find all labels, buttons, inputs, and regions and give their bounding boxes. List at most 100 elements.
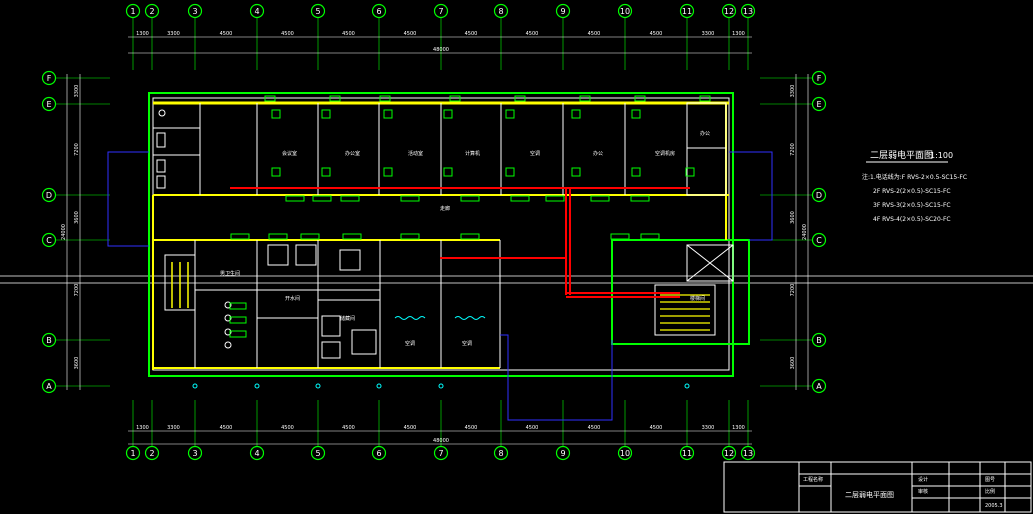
- ceiling-light: [264, 95, 276, 102]
- corridor-light: [460, 233, 480, 240]
- outlet-box: [321, 109, 331, 119]
- dim-total: 24000: [802, 224, 808, 240]
- bottom-axis-bubble: [433, 445, 449, 461]
- room-label: 空调: [462, 340, 472, 347]
- dim-total: 24000: [61, 224, 67, 240]
- bottom-axis-bubble: [125, 445, 141, 461]
- left-axis-bubble: [41, 232, 57, 248]
- note-line-1: 注:1.电话线为:F RVS-2×0.5-SC15-FC: [862, 173, 967, 181]
- room-label: 空调: [530, 150, 540, 157]
- left-axis-bubble: [41, 187, 57, 203]
- room-label: 储藏间: [340, 315, 355, 322]
- column-marker: [315, 383, 321, 389]
- cyan-markers: [192, 316, 690, 389]
- room-labels: 会议室办公室活动室计算机空调办公空调机房办公男卫生间开水间储藏间空调空调楼梯间: [220, 130, 710, 347]
- top-axis-bubble: [144, 3, 160, 19]
- column-marker: [376, 383, 382, 389]
- column-marker: [438, 383, 444, 389]
- drawing-title: 二层弱电平面图: [870, 149, 933, 161]
- dim-text: 3600: [74, 211, 80, 224]
- title-block-name: 二层弱电平面图: [845, 490, 894, 499]
- top-axis-bubble: [371, 3, 387, 19]
- room-label: 办公: [700, 130, 710, 137]
- top-axis-bubble: [187, 3, 203, 19]
- bottom-axis-bubble: [144, 445, 160, 461]
- column-marker: [254, 383, 260, 389]
- room-label: 男卫生间: [220, 270, 240, 277]
- left-axis-bubble: [41, 96, 57, 112]
- top-axis-bubble: [555, 3, 571, 19]
- toilet-fixture: [229, 302, 247, 310]
- column-marker: [684, 383, 690, 389]
- corridor-light: [545, 195, 565, 202]
- outlet-box: [321, 167, 331, 177]
- outlet-box: [571, 167, 581, 177]
- top-axis-label: 3: [192, 7, 197, 16]
- outlet-box: [271, 167, 281, 177]
- corridor-light: [630, 195, 650, 202]
- left-axis-label: D: [46, 191, 52, 200]
- right-axis-bubble: [811, 232, 827, 248]
- corridor-light: [230, 233, 250, 240]
- bottom-axis-bubble: [187, 445, 203, 461]
- dim-text: 1300: [136, 425, 149, 431]
- bottom-axis-label: 8: [498, 449, 503, 458]
- ceiling-light: [514, 95, 526, 102]
- dim-text: 4500: [465, 425, 478, 431]
- note-line-2: 2F RVS-2(2×0.5)-SC15-FC: [873, 188, 951, 195]
- dim-text: 7200: [74, 284, 80, 297]
- wave-symbol: [394, 316, 426, 320]
- room-label: 计算机: [465, 150, 480, 157]
- bottom-axis-label: 1: [130, 449, 135, 458]
- dim-text: 4500: [281, 425, 294, 431]
- top-axis-label: 8: [498, 7, 503, 16]
- top-axis-label: 9: [560, 7, 565, 16]
- stairwell-right: [654, 284, 716, 336]
- bottom-axis-label: 5: [315, 449, 320, 458]
- north-small-room: [686, 147, 727, 196]
- top-axis-label: 5: [315, 7, 320, 16]
- bottom-axis-label: 12: [724, 449, 734, 458]
- right-axis-bubble: [811, 70, 827, 86]
- top-axis-label: 4: [254, 7, 259, 16]
- top-axis-label: 6: [376, 7, 381, 16]
- left-axis-label: C: [46, 236, 52, 245]
- dim-text: 3300: [74, 85, 80, 98]
- left-axis-bubble: [41, 378, 57, 394]
- outlet-box: [271, 109, 281, 119]
- room-label: 开水间: [285, 295, 300, 302]
- top-axis-bubble: [310, 3, 326, 19]
- title-block-date: 2005.3: [985, 503, 1003, 509]
- top-axis-bubble: [679, 3, 695, 19]
- bottom-axis-label: 3: [192, 449, 197, 458]
- dim-text: 3300: [702, 425, 715, 431]
- bottom-axis-bubble: [617, 445, 633, 461]
- bottom-axis-label: 13: [743, 449, 753, 458]
- ceiling-light: [699, 95, 711, 102]
- bottom-axis-label: 2: [149, 449, 154, 458]
- top-axis-bubble: [493, 3, 509, 19]
- corridor-light: [510, 195, 530, 202]
- right-axis-label: C: [816, 236, 822, 245]
- top-axis-bubble: [721, 3, 737, 19]
- top-axis-label: 2: [149, 7, 154, 16]
- ceiling-light: [579, 95, 591, 102]
- dim-text: 4500: [465, 31, 478, 37]
- title-block-field-4: 比例: [985, 488, 995, 495]
- corridor-light: [268, 233, 288, 240]
- title-block-field-1: 设计: [918, 476, 928, 483]
- south-room-partitions: [194, 240, 501, 368]
- right-axis-bubble: [811, 378, 827, 394]
- dim-text: 3600: [74, 357, 80, 370]
- top-axis-label: 11: [682, 7, 692, 16]
- title-block-field-3: 图号: [985, 477, 995, 483]
- outlet-box: [505, 167, 515, 177]
- ceiling-light: [634, 95, 646, 102]
